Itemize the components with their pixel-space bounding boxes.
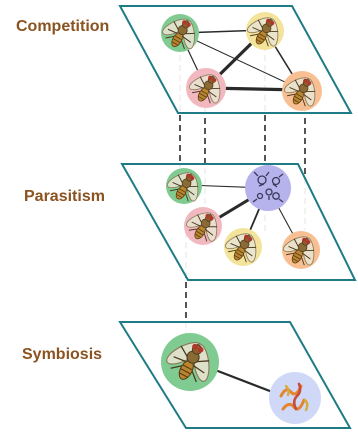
parasitism-layer: [122, 162, 355, 280]
parasitism-layer-label: Parasitism: [24, 188, 105, 206]
competition-layer: [120, 6, 351, 113]
parasite-node: [245, 165, 291, 211]
symbiosis-layer-label: Symbiosis: [22, 346, 102, 364]
symbiont-node: [269, 372, 321, 424]
competition-layer-label: Competition: [16, 18, 109, 36]
symbiosis-layer: [120, 322, 350, 428]
